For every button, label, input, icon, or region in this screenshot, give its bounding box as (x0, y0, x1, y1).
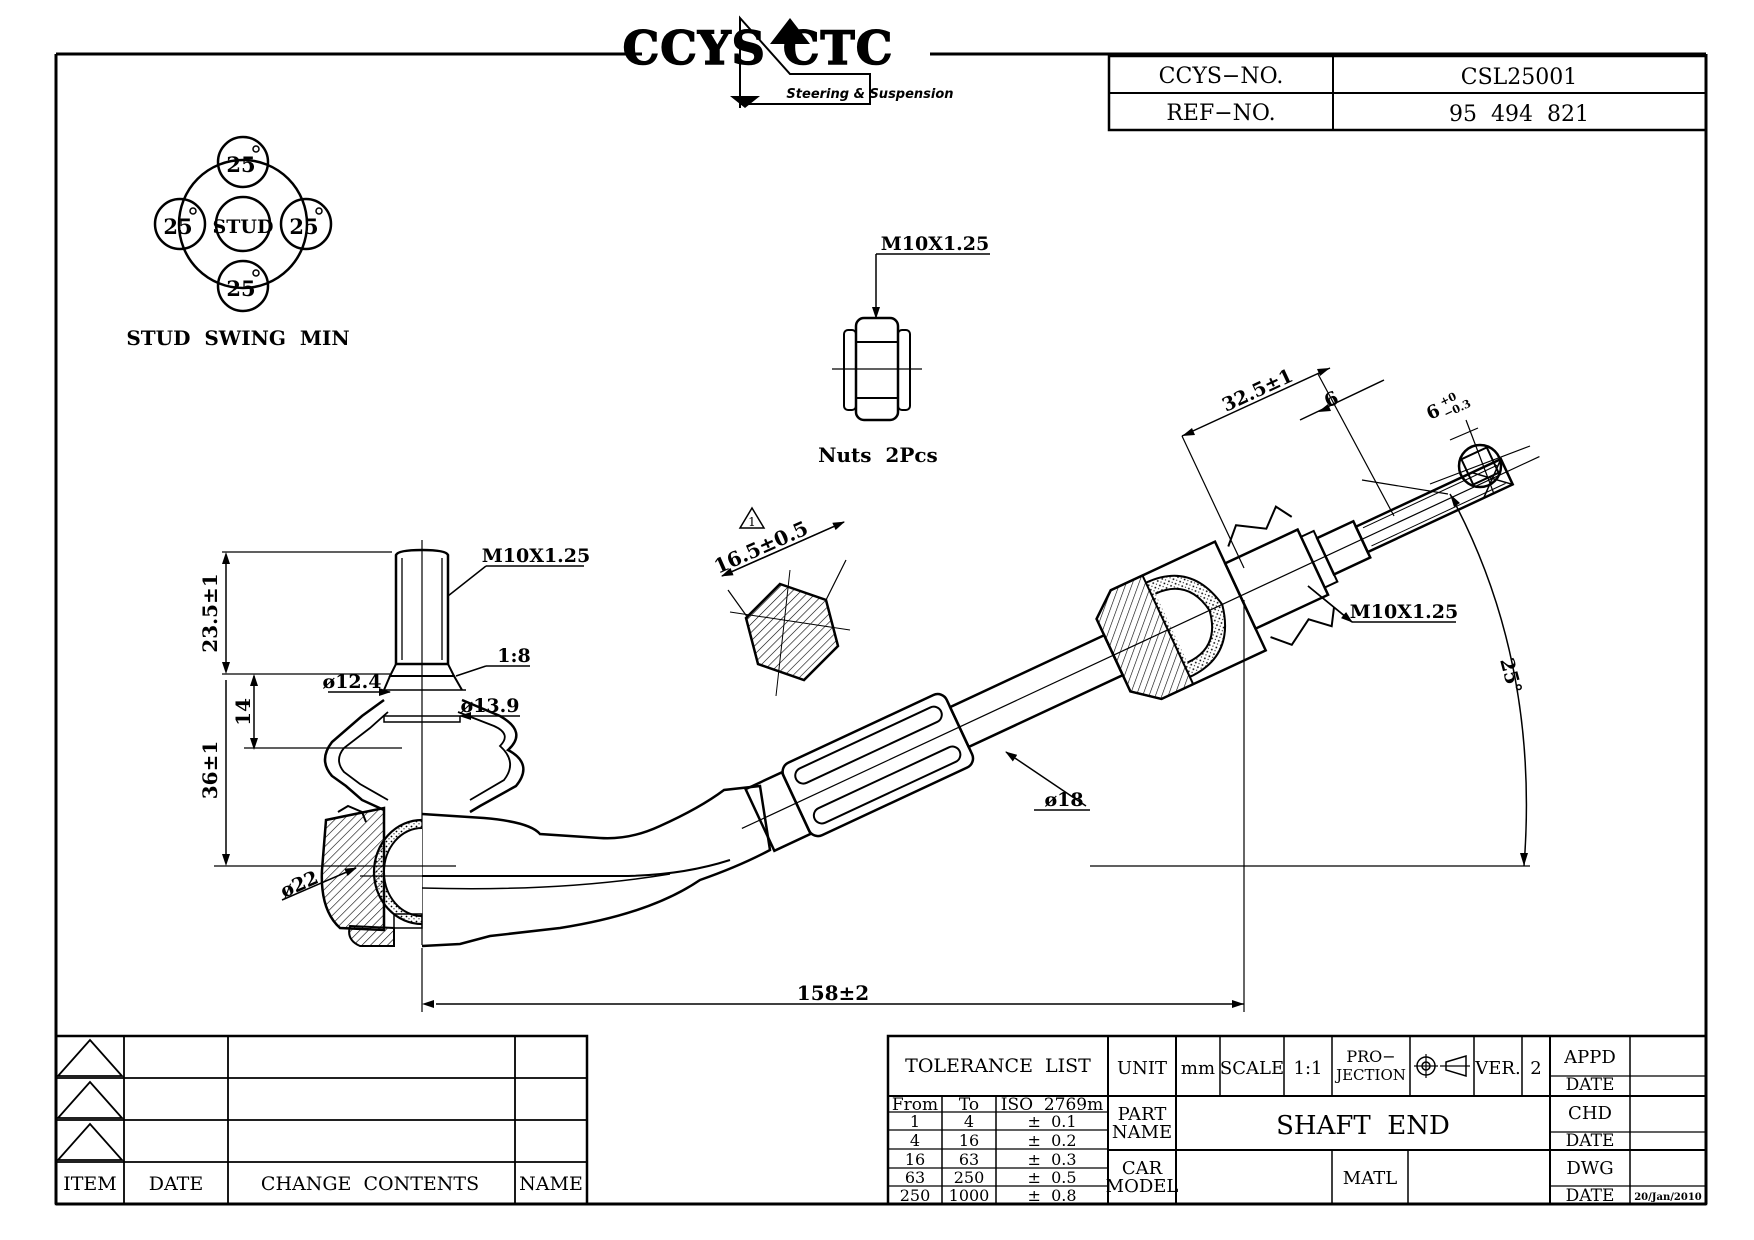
matl-label: MATL (1343, 1168, 1397, 1189)
warning-mark: 1 (748, 515, 756, 529)
tol-to: 4 (964, 1112, 974, 1131)
rev-header-item: ITEM (63, 1173, 117, 1195)
car-model-label-1: CAR (1122, 1158, 1163, 1179)
scale-value: 1:1 (1294, 1058, 1323, 1079)
company-logo: CCYS CTC Steering & Suspension (622, 15, 954, 108)
scale-label: SCALE (1220, 1058, 1284, 1079)
dim-14: 14 (231, 698, 255, 726)
dim-angle-25: 25° (1495, 656, 1526, 696)
unit-label: UNIT (1117, 1058, 1167, 1079)
part-name-value: SHAFT END (1276, 1111, 1450, 1141)
tol-from: 250 (900, 1186, 931, 1205)
tolerance-row: 16 63 ± 0.3 (905, 1150, 1077, 1169)
ccys-no-value: CSL25001 (1461, 65, 1578, 90)
dim-158: 158±2 (797, 981, 869, 1005)
tol-to: 16 (959, 1131, 979, 1150)
tol-to: 250 (954, 1168, 985, 1187)
tol-from: 63 (905, 1168, 925, 1187)
dim-phi-22: ø22 (277, 867, 322, 903)
dimensions: 23.5±1 36±1 14 M10X1.25 1:8 ø12.4 ø13.9 … (198, 365, 1530, 1012)
dim-stud-thread: M10X1.25 (482, 545, 591, 567)
tol-header-to: To (959, 1095, 979, 1115)
stud-swing-diagram: STUD 25 25 25 25 STUD SWING MIN (126, 135, 350, 350)
swing-left: 25 (163, 214, 192, 239)
dim-end-thread: M10X1.25 (1350, 601, 1459, 623)
tol-from: 4 (910, 1131, 920, 1150)
stud-label: STUD (213, 216, 274, 238)
dwg-label: DWG (1566, 1158, 1613, 1179)
chd-date-label: DATE (1566, 1131, 1615, 1151)
nut-caption: Nuts 2Pcs (818, 443, 938, 467)
swing-right: 25 (289, 214, 318, 239)
rev-header-change: CHANGE CONTENTS (261, 1173, 479, 1195)
part-name-label-1: PART (1118, 1104, 1167, 1125)
tol-from: 16 (905, 1150, 925, 1169)
tol-value: ± 0.2 (1027, 1131, 1076, 1150)
tol-value: ± 0.3 (1027, 1150, 1076, 1169)
tolerance-row: 250 1000 ± 0.8 (900, 1186, 1077, 1205)
car-model-label-2: MODEL (1106, 1176, 1179, 1197)
chd-label: CHD (1568, 1103, 1612, 1124)
ccys-no-label: CCYS−NO. (1159, 64, 1284, 89)
logo-wordmark: CCYS CTC (623, 21, 894, 75)
dwg-date-value: 20/Jan/2010 (1634, 1192, 1702, 1203)
ref-no-label: REF−NO. (1166, 101, 1275, 126)
ball-joint-housing (320, 540, 772, 948)
hex-dimension: 16.5±0.5 (710, 516, 811, 579)
rev-header-date: DATE (149, 1173, 203, 1195)
dwg-date-label: DATE (1566, 1186, 1615, 1206)
ref-table: CCYS−NO. CSL25001 REF−NO. 95 494 821 (1107, 54, 1708, 132)
nut-detail: M10X1.25 Nuts 2Pcs (818, 233, 990, 467)
part-name-label-2: NAME (1112, 1122, 1172, 1143)
ver-value: 2 (1530, 1058, 1541, 1079)
unit-value: mm (1181, 1058, 1215, 1079)
projection-label-1: PRO− (1346, 1047, 1395, 1066)
appd-label: APPD (1563, 1047, 1616, 1068)
tolerance-row: 1 4 ± 0.1 (910, 1112, 1077, 1131)
nut-thread-label: M10X1.25 (881, 233, 990, 255)
tol-to: 1000 (949, 1186, 990, 1205)
ver-label: VER. (1474, 1058, 1520, 1079)
rev-header-name: NAME (519, 1173, 583, 1195)
square-end-view: 6 +0 −0.3 (1423, 390, 1531, 495)
tol-value: ± 0.5 (1027, 1168, 1076, 1187)
dim-23-5: 23.5±1 (198, 573, 222, 652)
revision-table: ITEM DATE CHANGE CONTENTS NAME (54, 1034, 589, 1206)
projection-symbol-icon (1414, 1054, 1470, 1078)
tol-header-iso: ISO 2769m (1001, 1095, 1104, 1115)
projection-label-2: JECTION (1334, 1066, 1406, 1084)
tol-from: 1 (910, 1112, 920, 1131)
dim-32-5: 32.5±1 (1219, 365, 1297, 417)
dim-phi-12-4: ø12.4 (323, 671, 382, 693)
swing-top: 25 (226, 152, 255, 177)
swing-bottom: 25 (226, 276, 255, 301)
dim-36: 36±1 (198, 741, 222, 800)
ref-no-value: 95 494 821 (1449, 102, 1589, 127)
angled-arm (741, 456, 1540, 853)
tolerance-row: 63 250 ± 0.5 (905, 1168, 1077, 1187)
hex-section: 16.5±0.5 1 (710, 506, 851, 697)
title-block: TOLERANCE LIST From To ISO 2769m 1 4 ± 0… (886, 1034, 1708, 1206)
stud-swing-caption: STUD SWING MIN (126, 326, 349, 350)
tol-header-from: From (892, 1095, 938, 1115)
tolerance-title: TOLERANCE LIST (905, 1055, 1091, 1077)
dim-taper: 1:8 (497, 645, 530, 667)
appd-date-label: DATE (1566, 1075, 1615, 1095)
tol-to: 63 (959, 1150, 979, 1169)
tol-value: ± 0.8 (1027, 1186, 1076, 1205)
tolerance-row: 4 16 ± 0.2 (910, 1131, 1077, 1150)
dim-phi-13-9: ø13.9 (461, 695, 520, 717)
dim-phi-18: ø18 (1044, 789, 1083, 811)
logo-tagline: Steering & Suspension (786, 87, 953, 102)
tol-value: ± 0.1 (1027, 1112, 1076, 1131)
